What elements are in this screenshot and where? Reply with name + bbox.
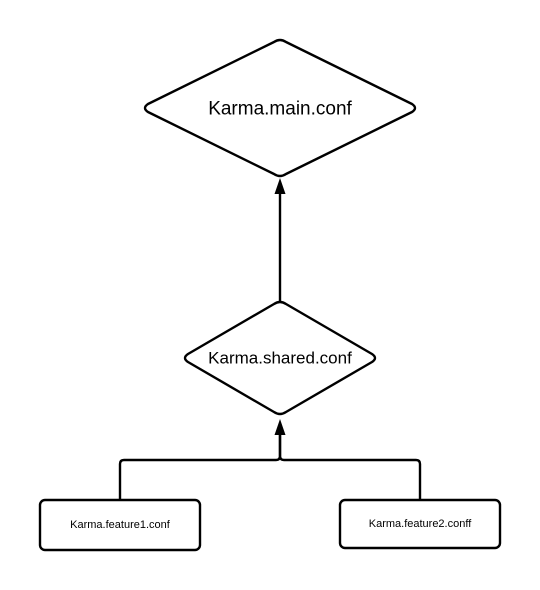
node-shared-conf[interactable]: Karma.shared.conf: [183, 300, 377, 416]
main-conf-diamond: [143, 38, 417, 178]
feature1-conf-box: [38, 498, 202, 552]
node-main-conf[interactable]: Karma.main.conf: [143, 38, 417, 178]
feature2-conf-box: [338, 498, 502, 550]
connector-feature2-to-shared: [278, 432, 422, 500]
node-feature2-conf[interactable]: Karma.feature2.conff: [338, 498, 502, 550]
feature1-conf-label: Karma.feature1.conf: [70, 519, 171, 531]
connector-feature1-to-shared: [118, 432, 282, 500]
arrowhead-shared: [274, 419, 286, 435]
shared-conf-label: Karma.shared.conf: [208, 349, 352, 368]
arrowhead-main: [274, 178, 286, 194]
node-feature1-conf[interactable]: Karma.feature1.conf: [38, 498, 202, 552]
main-conf-label: Karma.main.conf: [208, 99, 352, 120]
feature2-conf-label: Karma.feature2.conff: [369, 518, 472, 530]
shared-conf-diamond: [183, 300, 377, 416]
